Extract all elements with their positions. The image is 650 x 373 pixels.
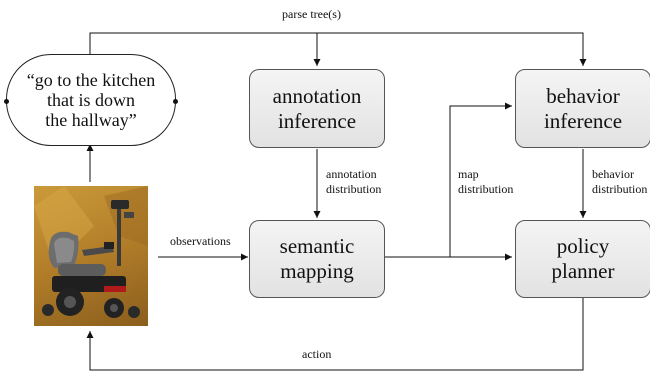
command-text: “go to the kitchen that is down the hall… (27, 70, 155, 130)
annotation-distribution-label: annotation distribution (326, 167, 381, 197)
action-arrow (86, 298, 584, 371)
command-line-1: “go to the kitchen (26, 70, 156, 90)
semantic-mapping-line-2: mapping (280, 259, 354, 283)
annotation-inference-line-1: annotation (272, 83, 362, 108)
policy-planner-node: policy planner (515, 220, 650, 298)
action-label: action (302, 347, 332, 361)
parse-trees-arrow (89, 32, 587, 68)
annotation-inference-line-2: inference (277, 108, 357, 133)
behavior-inference-node: behavior inference (515, 69, 650, 148)
command-line-3: the hallway” (45, 110, 137, 130)
map-distribution-line-2: distribution (458, 182, 514, 196)
wheelchair-illustration (34, 186, 148, 318)
map-distribution-line-1: map (458, 167, 479, 181)
bubble-right-dot (173, 99, 178, 104)
semantic-mapping-node: semantic mapping (249, 220, 385, 298)
annotation-distribution-line-2: distribution (326, 182, 382, 196)
behavior-distribution-line-2: distribution (592, 182, 648, 196)
semantic-mapping-line-1: semantic (279, 234, 355, 258)
annotation-distribution-line-1: annotation (326, 167, 377, 181)
observations-label: observations (170, 234, 231, 248)
bubble-left-dot (4, 99, 9, 104)
map-distribution-arrow (449, 102, 512, 257)
annotation-inference-node: annotation inference (249, 69, 385, 148)
behavior-inference-line-2: inference (543, 108, 623, 133)
command-bubble: “go to the kitchen that is down the hall… (4, 54, 178, 146)
command-line-2: that is down (47, 90, 135, 110)
policy-planner-line-2: planner (551, 259, 615, 283)
behavior-distribution-line-1: behavior (592, 167, 634, 181)
behavior-inference-line-1: behavior (546, 83, 620, 108)
behavior-distribution-label: behavior distribution (592, 167, 650, 197)
parse-trees-label: parse tree(s) (282, 7, 341, 21)
map-distribution-label: map distribution (458, 167, 513, 197)
wheelchair-photo (34, 186, 148, 326)
policy-planner-line-1: policy (556, 234, 610, 258)
